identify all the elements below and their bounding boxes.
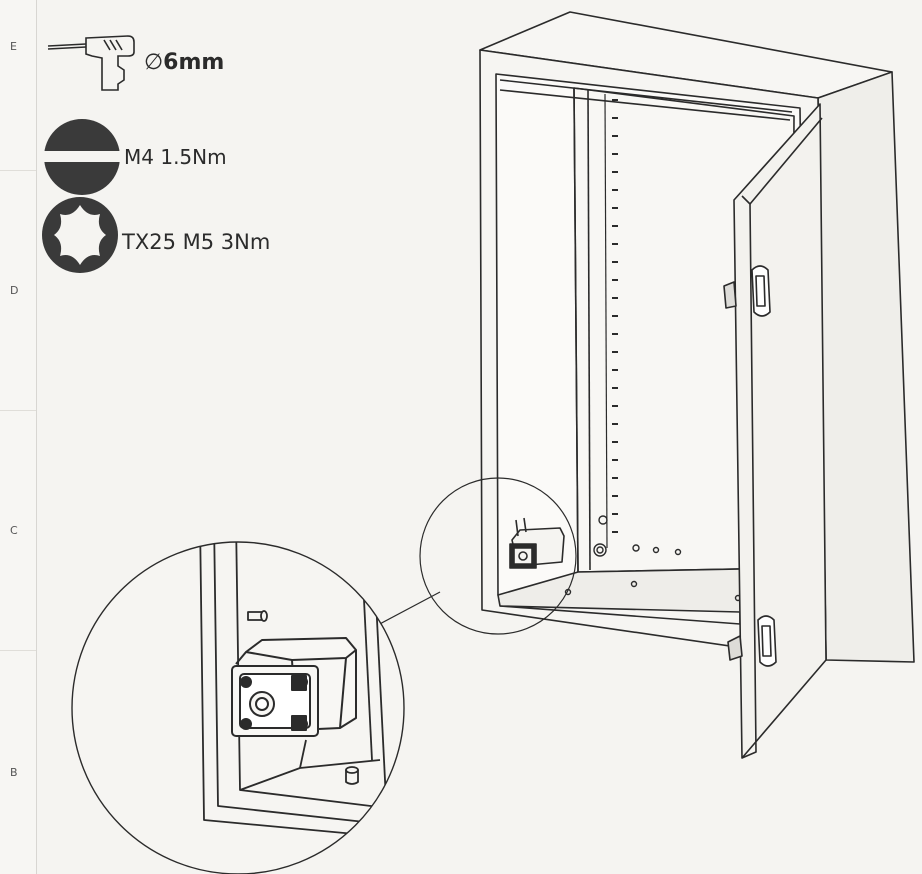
torx-bit-icon — [42, 197, 118, 273]
slot-screw-spec: M4 1.5Nm — [124, 145, 227, 169]
detail-view — [72, 542, 404, 874]
enclosure-cabinet — [479, 11, 915, 663]
torx-screw-spec: TX25 M5 3Nm — [122, 230, 271, 254]
diameter-symbol: ∅ — [144, 50, 164, 75]
drill-size: 6mm — [163, 50, 225, 75]
cabinet-door — [723, 103, 827, 759]
callout-circle-small — [419, 477, 577, 635]
terminal-block-small — [509, 517, 565, 569]
row-letter-d: D — [10, 284, 19, 297]
margin-divider — [0, 650, 36, 651]
callout-circle-large — [71, 541, 405, 874]
row-letter-e: E — [10, 40, 17, 53]
mounting-rail — [604, 93, 618, 549]
callout-leader-line — [375, 591, 441, 627]
row-letter-b: B — [10, 766, 18, 779]
sheet-margin-strip — [0, 0, 37, 874]
drill-spec-label: ∅6mm — [144, 50, 224, 75]
slotted-screwdriver-bit-icon — [42, 119, 122, 195]
margin-divider — [0, 410, 36, 411]
terminal-block-detail — [231, 637, 357, 737]
drill-icon — [47, 35, 135, 91]
row-letter-c: C — [10, 524, 18, 537]
margin-divider — [0, 170, 36, 171]
earth-bolt — [593, 543, 607, 557]
